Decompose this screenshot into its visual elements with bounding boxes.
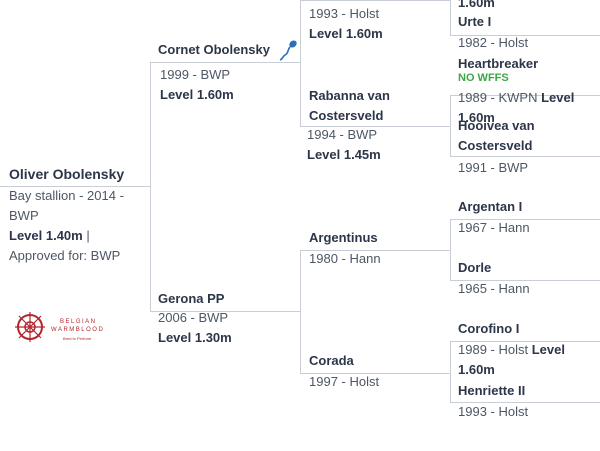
- sperm-icon[interactable]: [277, 38, 299, 62]
- gen3-3-name[interactable]: Argentinus: [309, 230, 378, 245]
- dam-level: Level 1.30m: [158, 330, 232, 345]
- logo-tagline: Bred to Perform: [63, 336, 92, 341]
- dam-card: Gerona PP 2006 - BWP Level 1.30m: [158, 291, 298, 348]
- gen4-item-2: Urte I 1982 - Holst: [458, 14, 598, 53]
- horse-level: Level 1.40m: [9, 228, 83, 243]
- gen3-item-3: Argentinus 1980 - Hann: [309, 230, 449, 269]
- horse-card: Oliver Obolensky Bay stallion - 2014 - B…: [9, 166, 149, 266]
- gen3-1-level: Level 1.60m: [309, 26, 383, 41]
- dam-name[interactable]: Gerona PP: [158, 291, 225, 306]
- horse-name[interactable]: Oliver Obolensky: [9, 166, 125, 182]
- gen4-3-level: Level 1.60m: [458, 90, 575, 125]
- gen3-2-name[interactable]: Rabanna van Costersveld: [309, 88, 390, 123]
- gen4-item-3: Heartbreaker NO WFFS 1989 - KWPN Level 1…: [458, 56, 600, 128]
- compass-icon: [15, 312, 45, 342]
- studbook-logo: BELGIAN WARMBLOOD Bred to Perform: [13, 310, 113, 346]
- gen3-item-4: Corada 1997 - Holst: [309, 353, 449, 392]
- gen3-2-year: 1994 - BWP: [307, 127, 378, 142]
- gen4-3-name[interactable]: Heartbreaker: [458, 56, 539, 71]
- gen4-6-year: 1965 - Hann: [458, 281, 530, 296]
- gen4-4-name[interactable]: Hooivea van Costersveld: [458, 118, 535, 153]
- sire-year: 1999 - BWP: [160, 67, 231, 82]
- sire-card: Cornet Obolensky: [158, 42, 298, 57]
- horse-desc-line1: Bay stallion - 2014 -: [9, 188, 124, 203]
- horse-separator: |: [82, 228, 90, 243]
- sire-name[interactable]: Cornet Obolensky: [158, 42, 270, 57]
- gen4-5-name[interactable]: Argentan I: [458, 199, 523, 214]
- gen3-3-year: 1980 - Hann: [309, 251, 381, 266]
- gen4-2-year: 1982 - Holst: [458, 35, 529, 50]
- gen4-2-name[interactable]: Urte I: [458, 14, 492, 29]
- dam-year: 2006 - BWP: [158, 310, 229, 325]
- sire-meta: 1999 - BWP Level 1.60m: [160, 65, 300, 105]
- gen4-7-level: Level: [531, 342, 565, 357]
- gen4-1-level: 1.60m: [458, 0, 495, 10]
- horse-approved: Approved for: BWP: [9, 248, 121, 263]
- gen4-7-year: 1989 - Holst: [458, 342, 529, 357]
- gen4-3-year: 1989 - KWPN: [458, 90, 538, 105]
- horse-desc-line2: BWP: [9, 208, 39, 223]
- wffs-status-badge: NO WFFS: [458, 72, 509, 84]
- gen4-4-year: 1991 - BWP: [458, 160, 529, 175]
- gen4-5-year: 1967 - Hann: [458, 220, 530, 235]
- gen4-item-5: Argentan I 1967 - Hann: [458, 199, 598, 238]
- logo-text-warmblood: WARMBLOOD: [51, 327, 105, 333]
- gen3-4-name[interactable]: Corada: [309, 353, 354, 368]
- gen4-7-level-value: 1.60m: [458, 362, 495, 377]
- gen3-2-level: Level 1.45m: [307, 147, 381, 162]
- gen3-item-1: 1993 - Holst Level 1.60m: [309, 4, 449, 44]
- gen3-1-year: 1993 - Holst: [309, 6, 380, 21]
- gen4-8-name[interactable]: Henriette II: [458, 383, 526, 398]
- gen3-item-2: Rabanna van Costersveld 1994 - BWP Level…: [307, 86, 449, 165]
- sire-level: Level 1.60m: [160, 87, 234, 102]
- gen4-item-4: Hooivea van Costersveld 1991 - BWP: [458, 116, 600, 178]
- gen4-item-8: Henriette II 1993 - Holst: [458, 383, 598, 422]
- logo-text-belgian: BELGIAN: [60, 319, 97, 325]
- gen4-item-6: Dorle 1965 - Hann: [458, 260, 598, 299]
- gen3-4-year: 1997 - Holst: [309, 374, 380, 389]
- gen4-7-name[interactable]: Corofino I: [458, 321, 520, 336]
- gen4-6-name[interactable]: Dorle: [458, 260, 492, 275]
- gen4-8-year: 1993 - Holst: [458, 404, 529, 419]
- gen4-item-7: Corofino I 1989 - Holst Level 1.60m: [458, 321, 600, 380]
